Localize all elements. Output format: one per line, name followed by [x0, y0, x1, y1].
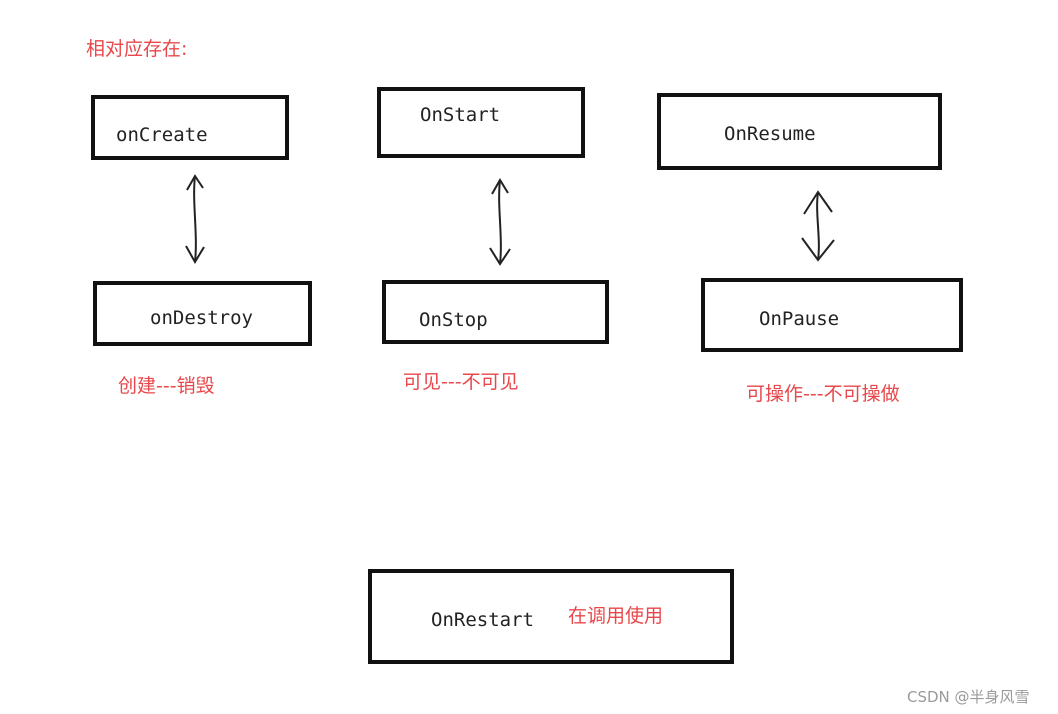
- box-on-create: [91, 95, 289, 160]
- watermark: CSDN @半身风雪: [907, 688, 1030, 706]
- double-arrow-icon-start-stop: [489, 178, 511, 266]
- caption-visible-invisible: 可见---不可见: [403, 371, 519, 393]
- box-label-on-pause: OnPause: [759, 308, 840, 330]
- box-on-destroy: [93, 281, 312, 346]
- caption-create-destroy: 创建---销毁: [118, 375, 215, 397]
- box-on-start: [377, 87, 585, 158]
- box-on-pause: [701, 278, 963, 352]
- box-on-resume: [657, 93, 942, 170]
- caption-operable-inoperable: 可操作---不可操做: [746, 383, 900, 405]
- box-label-on-create: onCreate: [116, 124, 208, 146]
- heading: 相对应存在:: [86, 38, 188, 60]
- box-label-on-restart: OnRestart: [431, 609, 534, 631]
- box-on-restart: [368, 569, 734, 664]
- double-arrow-icon-resume-pause: [801, 190, 835, 262]
- box-label-on-stop: OnStop: [419, 309, 488, 331]
- box-label-on-destroy: onDestroy: [150, 307, 253, 329]
- box-label-on-start: OnStart: [420, 104, 501, 126]
- box-label-on-resume: OnResume: [724, 123, 816, 145]
- box-on-stop: [382, 280, 609, 344]
- caption-restart-note: 在调用使用: [568, 605, 664, 627]
- double-arrow-icon-create-destroy: [185, 174, 205, 264]
